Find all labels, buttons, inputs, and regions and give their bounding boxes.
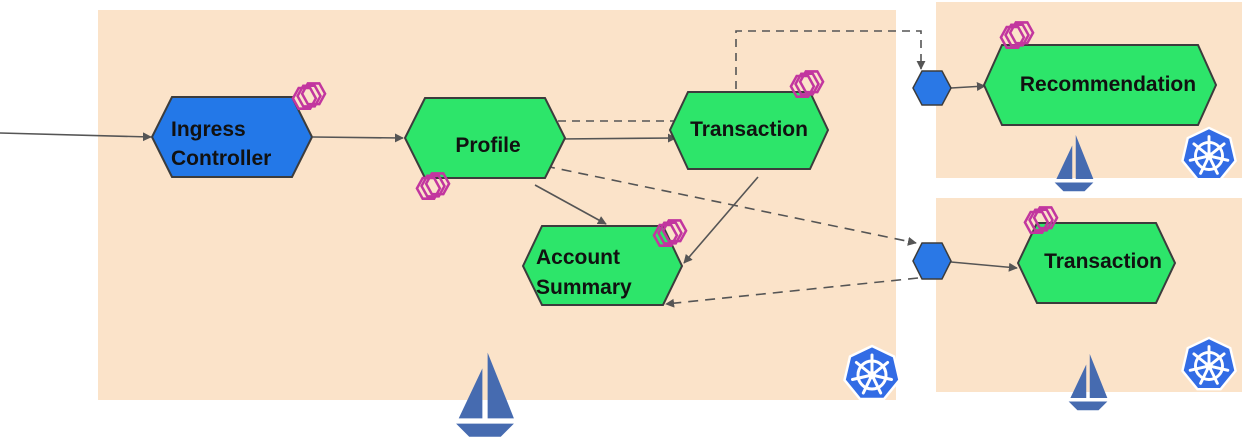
ingress-label-line1: Ingress xyxy=(171,118,246,141)
profile-label: Profile xyxy=(455,134,520,157)
recommendation-label: Recommendation xyxy=(1020,73,1196,96)
node-account-summary[interactable]: Account Summary xyxy=(521,225,684,306)
edge-gateway-bottom-to-account-summary xyxy=(665,277,919,308)
node-transaction-remote[interactable]: Transaction xyxy=(1016,222,1177,304)
edge-gateway-bottom-to-transaction xyxy=(950,261,1018,272)
edge-transaction-to-account-summary xyxy=(683,176,759,264)
edge-gateway-top-to-recommendation xyxy=(950,81,986,91)
transaction-local-label: Transaction xyxy=(690,118,808,141)
account-summary-label-line2: Summary xyxy=(536,276,632,299)
ingress-label-line2: Controller xyxy=(171,147,271,170)
edge-profile-to-transaction xyxy=(557,133,677,143)
edge-ingress-to-profile xyxy=(312,133,404,143)
node-profile[interactable]: Profile xyxy=(403,97,567,179)
kubernetes-icon-remote-top xyxy=(1180,126,1238,181)
edge-external-to-ingress xyxy=(0,132,152,142)
node-recommendation[interactable]: Recommendation xyxy=(982,44,1218,126)
kubernetes-icon-remote-bottom xyxy=(1180,336,1238,391)
edge-profile-to-account-summary xyxy=(534,184,607,225)
account-summary-label-line1: Account xyxy=(536,246,620,269)
node-ingress-controller[interactable]: Ingress Controller xyxy=(150,96,314,178)
gateway-bottom-hexagon[interactable] xyxy=(912,242,952,280)
kubernetes-icon-main xyxy=(843,344,901,401)
transaction-remote-label: Transaction xyxy=(1044,250,1162,273)
node-transaction-local[interactable]: Transaction xyxy=(668,91,830,170)
edge-profile-to-gateway-bottom xyxy=(544,165,917,246)
cluster-main xyxy=(98,10,896,400)
gateway-top-hexagon[interactable] xyxy=(912,70,952,106)
